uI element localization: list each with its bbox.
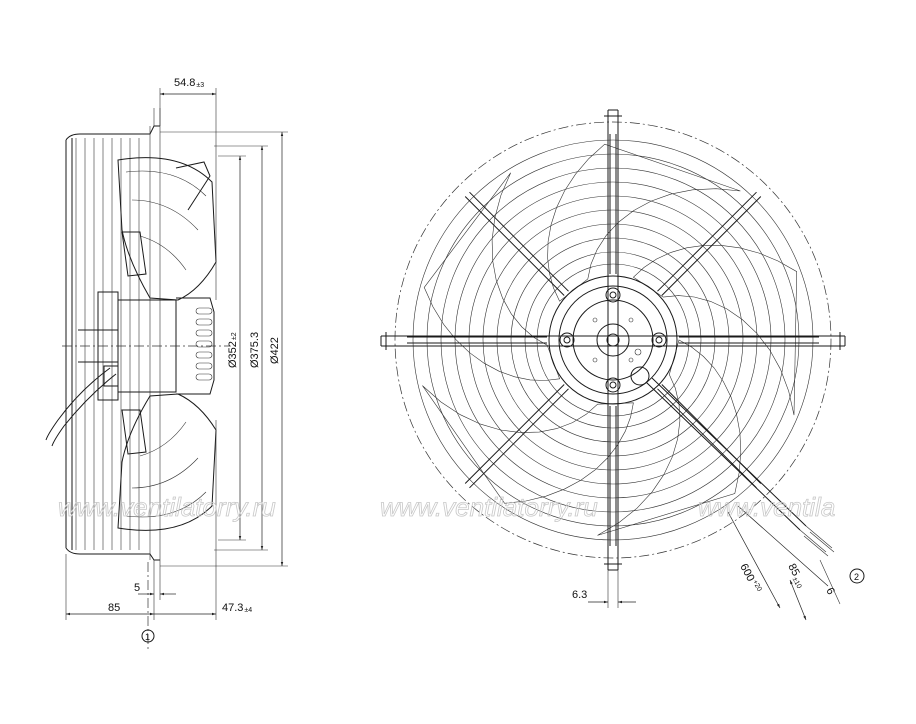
dia-inner-label: Ø352±2 — [227, 332, 239, 368]
guard-spokes — [407, 134, 819, 546]
callout-1-label: 1 — [145, 632, 150, 642]
hub-bolts — [559, 287, 667, 393]
dim-bottom-label: 6.3 — [572, 589, 587, 601]
callout-2-label: 2 — [854, 572, 859, 582]
side-cable — [45, 367, 117, 447]
cable-length-label: 600+20 — [737, 562, 762, 595]
watermark-text-2: www.ventilatorry.ru — [380, 492, 598, 522]
side-guard-grille — [75, 138, 140, 550]
dia-mid-label: Ø375.3 — [249, 332, 261, 368]
dim-right-label: 47.3±4 — [222, 602, 252, 614]
guard-rings — [412, 139, 814, 541]
strip-end-label: 6 — [823, 586, 836, 597]
front-view — [380, 109, 865, 621]
watermark: www.ventilatorry.ru www.ventilatorry.ru … — [58, 492, 836, 523]
dia-outer-text: Ø422 — [269, 337, 281, 364]
front-blades — [422, 143, 798, 536]
watermark-text-3: www.ventila — [698, 492, 835, 522]
cable-gland — [630, 366, 650, 386]
side-view — [45, 88, 288, 652]
hub-outer — [548, 275, 678, 405]
dim-top-label: 54.8±3 — [174, 77, 204, 89]
outer-boundary-circle — [394, 121, 832, 559]
upper-blade — [117, 157, 217, 301]
watermark-text-1: www.ventilatorry.ru — [58, 492, 276, 522]
motor-cooling-fins — [195, 307, 213, 381]
strip-length-label: 85±10 — [784, 562, 807, 590]
dim-left-label: 85 — [108, 602, 120, 614]
dim-small-label: 5 — [134, 582, 140, 594]
lower-blade — [117, 393, 217, 531]
front-cable — [645, 377, 807, 531]
